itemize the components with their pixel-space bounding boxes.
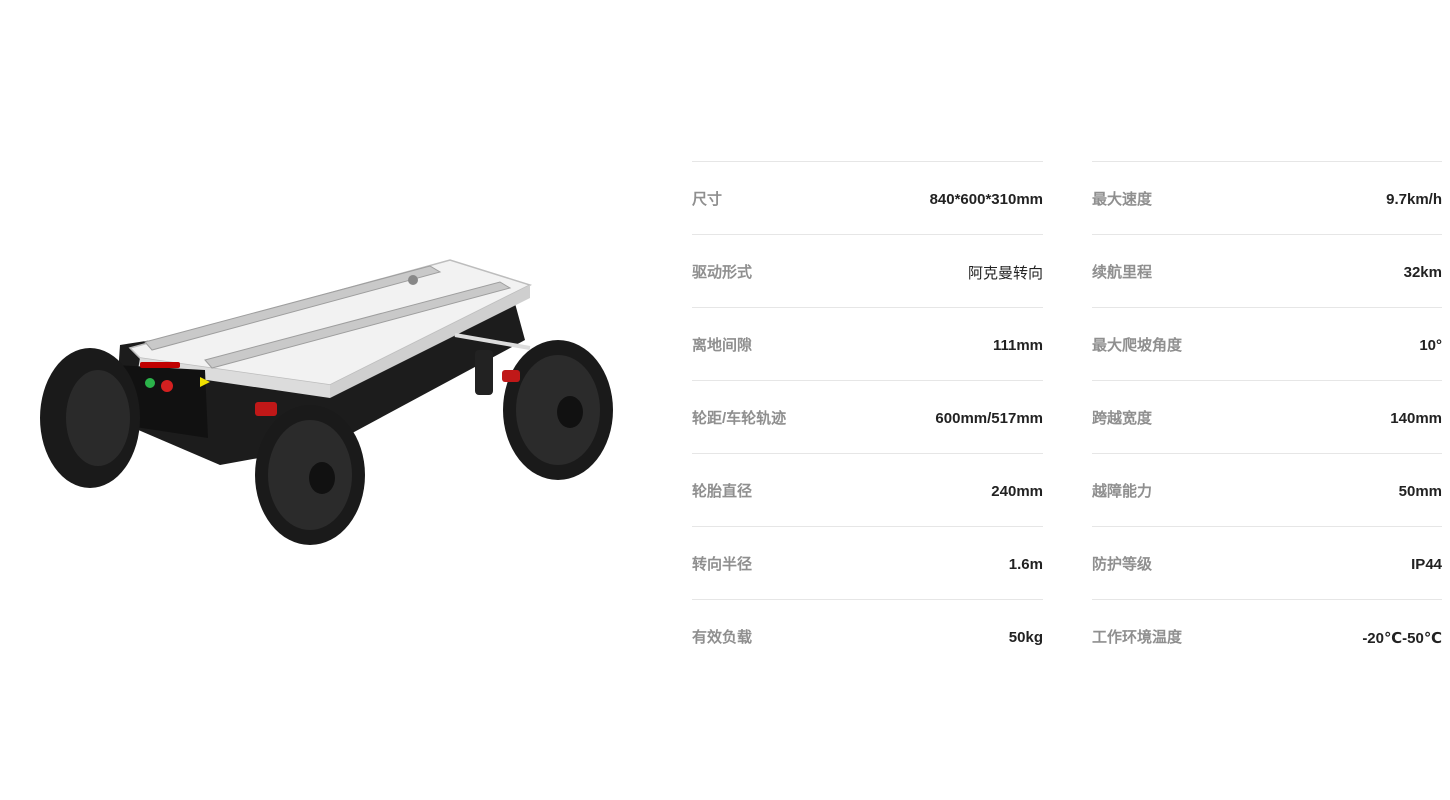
spec-row: 越障能力 50mm xyxy=(1092,453,1442,526)
wheel-back-right xyxy=(503,340,613,480)
spec-label: 越障能力 xyxy=(1092,482,1153,500)
spec-label: 工作环境温度 xyxy=(1092,628,1183,646)
spec-value: 840*600*310mm xyxy=(929,191,1043,208)
spec-row: 最大爬坡角度 10° xyxy=(1092,307,1442,380)
spec-value: -20℃-50℃ xyxy=(1362,629,1442,647)
spec-label: 驱动形式 xyxy=(692,263,753,281)
spec-value: 1.6m xyxy=(1008,556,1043,573)
spec-row: 有效负载 50kg xyxy=(692,599,1043,672)
spec-value: 111mm xyxy=(992,337,1043,354)
spec-row: 转向半径 1.6m xyxy=(692,526,1043,599)
spec-row: 工作环境温度 -20℃-50℃ xyxy=(1092,599,1442,672)
spec-label: 续航里程 xyxy=(1092,263,1153,281)
spec-row: 尺寸 840*600*310mm xyxy=(692,161,1043,234)
spec-label: 轮距/车轮轨迹 xyxy=(692,409,787,427)
spec-value: 240mm xyxy=(991,483,1043,500)
spec-row: 轮胎直径 240mm xyxy=(692,453,1043,526)
robot-chassis-image xyxy=(30,230,630,560)
spec-label: 防护等级 xyxy=(1092,555,1153,573)
spec-value: 600mm/517mm xyxy=(935,410,1043,427)
spec-label: 尺寸 xyxy=(692,190,723,208)
spec-value: IP44 xyxy=(1411,556,1442,573)
wheel-front-left xyxy=(255,405,365,545)
spec-column-right: 最大速度 9.7km/h 续航里程 32km 最大爬坡角度 10° 跨越宽度 1… xyxy=(1092,161,1442,672)
spec-value: 32km xyxy=(1403,264,1442,281)
spec-label: 跨越宽度 xyxy=(1092,409,1153,427)
spec-value: 140mm xyxy=(1390,410,1442,427)
spec-value: 50mm xyxy=(1398,483,1442,500)
spec-row: 续航里程 32km xyxy=(1092,234,1442,307)
robot-chassis-illustration xyxy=(40,259,613,545)
spec-row: 轮距/车轮轨迹 600mm/517mm xyxy=(692,380,1043,453)
wheel-back-left xyxy=(40,348,140,488)
spec-value: 50kg xyxy=(1008,629,1043,646)
spec-value: 9.7km/h xyxy=(1386,191,1442,208)
spec-label: 有效负载 xyxy=(692,628,753,646)
spec-label: 轮胎直径 xyxy=(692,482,753,500)
spec-row: 最大速度 9.7km/h xyxy=(1092,161,1442,234)
spec-row: 防护等级 IP44 xyxy=(1092,526,1442,599)
spec-value: 10° xyxy=(1419,337,1442,354)
spec-value: 阿克曼转向 xyxy=(967,265,1043,282)
spec-label: 转向半径 xyxy=(692,555,753,573)
spec-column-left: 尺寸 840*600*310mm 驱动形式 阿克曼转向 离地间隙 111mm 轮… xyxy=(692,161,1043,672)
spec-label: 最大速度 xyxy=(1092,190,1153,208)
spec-table: 尺寸 840*600*310mm 驱动形式 阿克曼转向 离地间隙 111mm 轮… xyxy=(692,161,1442,672)
spec-label: 离地间隙 xyxy=(692,336,753,354)
spec-label: 最大爬坡角度 xyxy=(1092,336,1183,354)
spec-row: 驱动形式 阿克曼转向 xyxy=(692,234,1043,307)
spec-row: 跨越宽度 140mm xyxy=(1092,380,1442,453)
spec-row: 离地间隙 111mm xyxy=(692,307,1043,380)
